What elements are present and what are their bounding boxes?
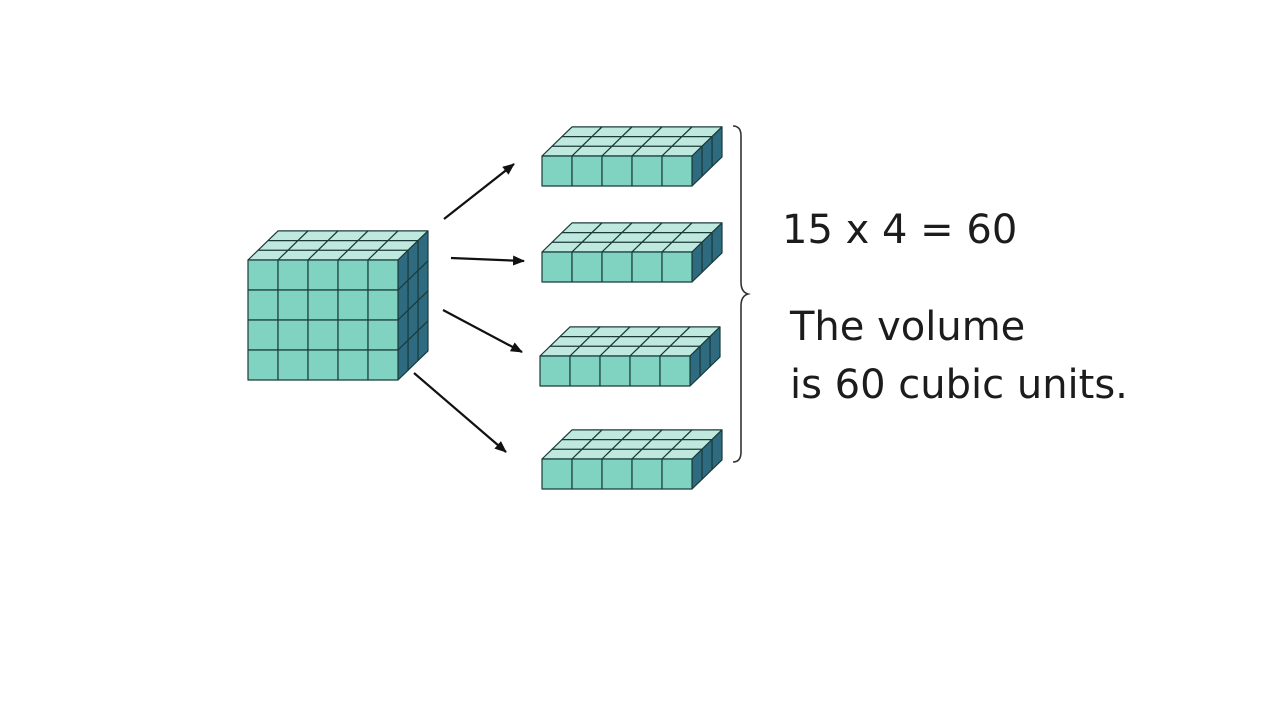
front-face-cell — [601, 155, 633, 187]
front-face-cell — [631, 155, 663, 187]
volume-statement: The volume is 60 cubic units. — [790, 298, 1128, 414]
front-face-cell — [247, 289, 279, 321]
prism-layer — [539, 326, 721, 387]
front-face-cell — [539, 355, 571, 387]
front-face-cell — [661, 458, 693, 490]
prism-layer — [541, 222, 723, 283]
curly-brace — [732, 125, 751, 463]
front-face-cell — [247, 349, 279, 381]
front-face-cell — [631, 251, 663, 283]
equation-text: 15 x 4 = 60 — [782, 207, 1018, 253]
front-face-cell — [337, 289, 369, 321]
arrows — [413, 163, 525, 453]
rectangular-prism — [247, 230, 429, 381]
front-face-cell — [277, 289, 309, 321]
front-face-cell — [337, 259, 369, 291]
front-face-cell — [367, 259, 399, 291]
front-face-cell — [601, 458, 633, 490]
front-face-cell — [277, 259, 309, 291]
arrow — [413, 372, 507, 453]
front-face-cell — [337, 349, 369, 381]
statement-line-2: is 60 cubic units. — [790, 362, 1128, 408]
front-face-cell — [569, 355, 601, 387]
front-face-cell — [307, 349, 339, 381]
front-face-cell — [367, 319, 399, 351]
front-face-cell — [601, 251, 633, 283]
front-face-cell — [659, 355, 691, 387]
front-face-cell — [661, 155, 693, 187]
prism-layer — [541, 429, 723, 490]
front-face-cell — [571, 251, 603, 283]
front-face-cell — [661, 251, 693, 283]
front-face-cell — [571, 155, 603, 187]
front-face-cell — [337, 319, 369, 351]
front-face-cell — [541, 155, 573, 187]
arrow — [443, 163, 515, 220]
front-face-cell — [277, 349, 309, 381]
front-face-cell — [541, 251, 573, 283]
front-face-cell — [307, 259, 339, 291]
prism-layer — [541, 126, 723, 187]
front-face-cell — [247, 319, 279, 351]
statement-line-1: The volume — [790, 304, 1026, 350]
front-face-cell — [307, 289, 339, 321]
front-face-cell — [367, 289, 399, 321]
arrow — [442, 309, 523, 353]
front-face-cell — [541, 458, 573, 490]
front-face-cell — [307, 319, 339, 351]
front-face-cell — [277, 319, 309, 351]
front-face-cell — [571, 458, 603, 490]
front-face-cell — [599, 355, 631, 387]
front-face-cell — [367, 349, 399, 381]
front-face-cell — [629, 355, 661, 387]
prism-layers — [539, 126, 723, 490]
front-face-cell — [247, 259, 279, 291]
arrow — [450, 255, 525, 266]
front-face-cell — [631, 458, 663, 490]
